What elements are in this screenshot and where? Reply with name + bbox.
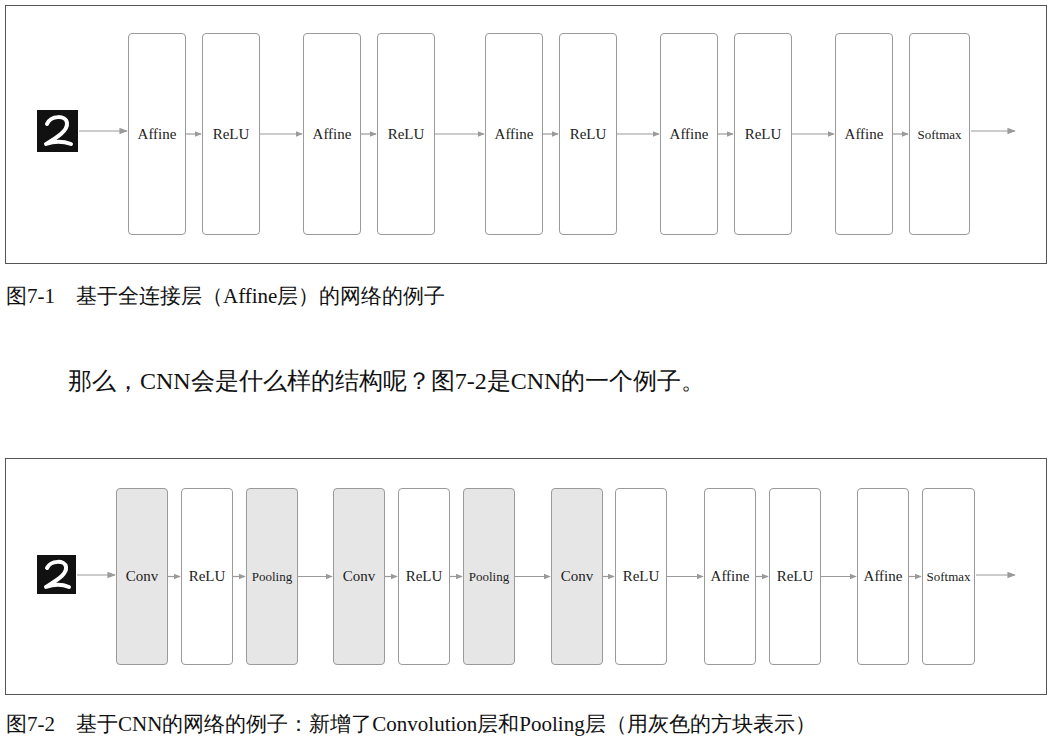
layer-name: ReLU: [745, 127, 782, 142]
input-arrow: [79, 130, 127, 131]
layer-box: Affine: [835, 33, 893, 235]
layer-name: ReLU: [189, 569, 226, 584]
layer-name: ReLU: [406, 569, 443, 584]
layer-box: ReLU: [202, 33, 260, 235]
body-text: 那么，CNN会是什么样的结构呢？图7-2是CNN的一个例子。: [68, 367, 705, 396]
figure-caption: 图7-1 基于全连接层（Affine层）的网络的例子: [6, 284, 445, 309]
layer-name: Affine: [864, 569, 903, 584]
layer-name: Conv: [561, 569, 594, 584]
flow-arrow: [361, 133, 376, 134]
digit-ground: [37, 110, 78, 152]
flow-arrow: [617, 133, 659, 134]
flow-arrow: [168, 576, 180, 577]
flow-arrow: [298, 576, 332, 577]
layer-box: ReLU: [734, 33, 792, 235]
layer-name: Affine: [670, 127, 709, 142]
output-arrow: [976, 574, 1015, 575]
layer-name: Conv: [126, 569, 159, 584]
layer-box: ReLU: [377, 33, 435, 235]
flow-arrow: [450, 576, 462, 577]
flow-arrow: [233, 576, 245, 577]
layer-name: Pooling: [252, 570, 292, 583]
flow-arrow: [756, 576, 768, 577]
layer-box: Affine: [485, 33, 543, 235]
input-arrow: [77, 574, 115, 575]
layer-box: Conv: [116, 488, 168, 665]
layer-name: Softmax: [917, 128, 961, 141]
layer-name: ReLU: [388, 127, 425, 142]
output-arrow: [971, 130, 1015, 131]
digit-stroke: [46, 562, 69, 587]
digit-image: [37, 555, 76, 594]
layer-name: Affine: [313, 127, 352, 142]
digit-stroke: [46, 117, 71, 144]
layer-name: Softmax: [926, 570, 970, 583]
layer-name: ReLU: [623, 569, 660, 584]
layer-name: Affine: [711, 569, 750, 584]
flow-arrow: [893, 133, 908, 134]
flow-arrow: [385, 576, 397, 577]
layer-box: Pooling: [463, 488, 515, 665]
flow-arrow: [909, 576, 921, 577]
layer-box: Affine: [303, 33, 361, 235]
digit-image: [37, 110, 78, 152]
layer-box: ReLU: [769, 488, 821, 665]
layer-box: Softmax: [909, 33, 970, 235]
layer-name: Affine: [495, 127, 534, 142]
layer-name: Conv: [343, 569, 376, 584]
layer-name: ReLU: [777, 569, 814, 584]
figure-frame: [6, 6, 1047, 264]
layer-name: Affine: [138, 127, 177, 142]
layer-box: Softmax: [922, 488, 975, 665]
layer-box: Conv: [551, 488, 603, 665]
figure-caption: 图7-2 基于CNN的网络的例子：新增了Convolution层和Pooling…: [6, 712, 816, 737]
digit-ground: [37, 555, 76, 594]
flow-arrow: [543, 133, 558, 134]
layer-box: ReLU: [398, 488, 450, 665]
layer-box: Conv: [333, 488, 385, 665]
layer-name: ReLU: [213, 127, 250, 142]
layer-box: Affine: [660, 33, 718, 235]
layer-box: ReLU: [615, 488, 667, 665]
layer-box: ReLU: [181, 488, 233, 665]
layer-name: ReLU: [570, 127, 607, 142]
layer-name: Affine: [845, 127, 884, 142]
layer-box: Pooling: [246, 488, 298, 665]
flow-arrow: [821, 576, 856, 577]
flow-arrow: [435, 133, 484, 134]
layer-box: ReLU: [559, 33, 617, 235]
flow-arrow: [186, 133, 201, 134]
flow-arrow: [603, 576, 614, 577]
layer-box: Affine: [128, 33, 186, 235]
layer-name: Pooling: [469, 570, 509, 583]
flow-arrow: [718, 133, 733, 134]
flow-arrow: [515, 576, 550, 577]
figure-frame: [6, 459, 1047, 695]
flow-arrow: [260, 133, 302, 134]
layer-box: Affine: [704, 488, 756, 665]
flow-arrow: [667, 576, 703, 577]
layer-box: Affine: [857, 488, 909, 665]
flow-arrow: [792, 133, 834, 134]
